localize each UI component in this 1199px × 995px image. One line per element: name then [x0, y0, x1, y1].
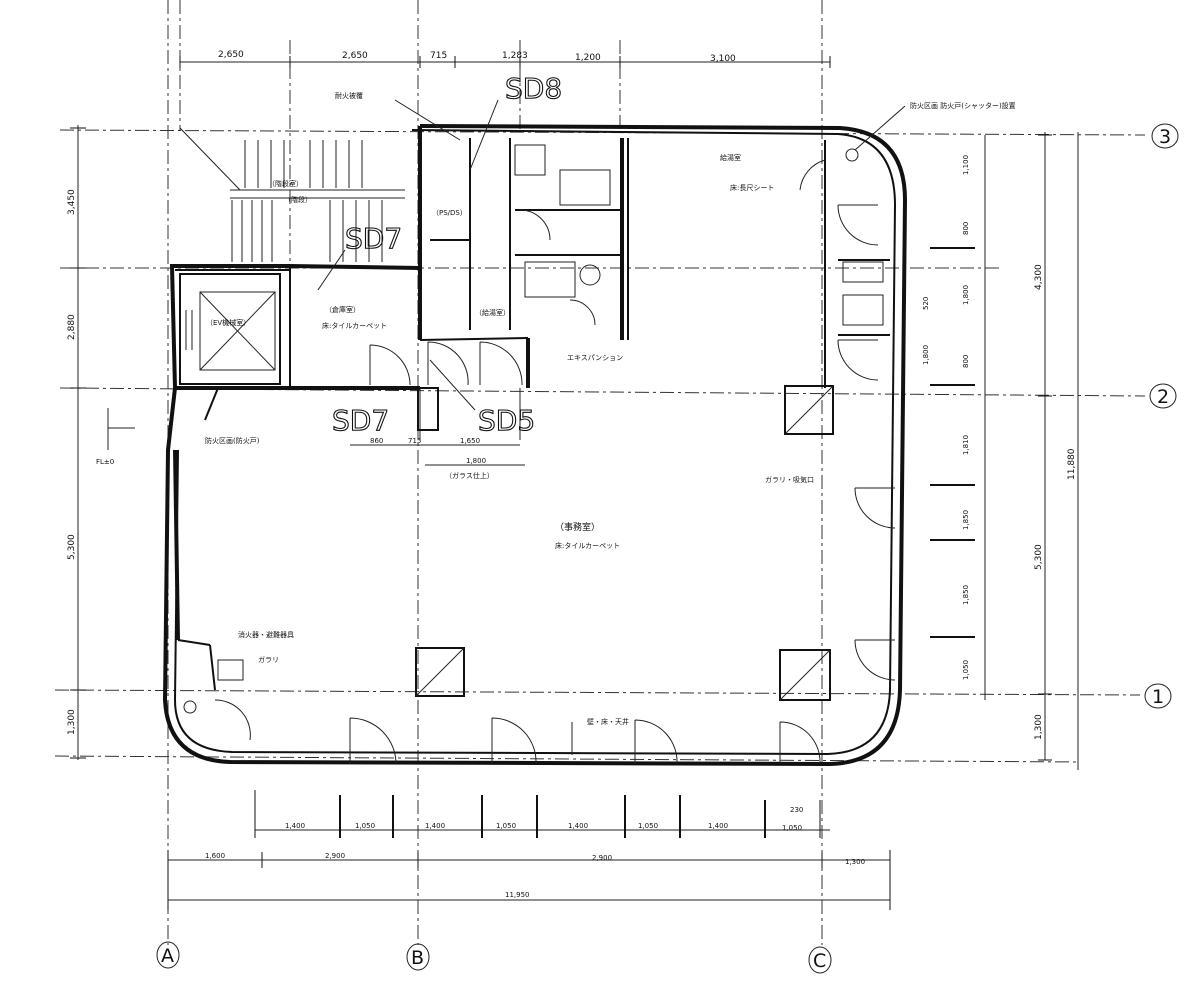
room-label-utility: （給湯室） — [475, 308, 510, 317]
interior-walls — [175, 138, 890, 440]
left-dimensions: 3,450 2,880 5,300 1,300 — [67, 125, 86, 760]
annotation-lower-left: 消火器・避難器具 — [238, 630, 294, 639]
right-dim-inner-5: 1,800 — [922, 345, 930, 365]
section-label-sd7-upper: SD7 — [345, 222, 402, 255]
left-dim-3: 5,300 — [67, 534, 77, 560]
axis-label-3: 3 — [1159, 126, 1171, 148]
top-dim-1: 2,650 — [218, 50, 244, 60]
annotation-lower-left-2: ガラリ — [258, 655, 279, 664]
right-dim-outer-1: 4,300 — [1034, 264, 1044, 290]
annotation-left-mid: 防火区画(防火戸) — [205, 436, 260, 445]
bottom-dim-a3: 1,400 — [425, 822, 445, 830]
axis-label-c: C — [813, 950, 826, 972]
axis-label-b: B — [411, 947, 424, 969]
section-label-sd5: SD5 — [478, 404, 535, 437]
room-label-main-sub: 床:タイルカーペット — [555, 541, 620, 550]
room-label-main: （事務室） — [555, 521, 600, 533]
room-label-mid: （PS/DS） — [432, 209, 467, 217]
right-dim-inner-10: 1,050 — [962, 660, 970, 680]
room-label-right: 給湯室 — [720, 153, 741, 162]
right-dimensions: 4,300 5,300 1,300 11,880 1,100 800 1,800… — [922, 132, 1079, 770]
right-dim-outer-3: 1,300 — [1034, 714, 1044, 740]
bottom-dim-a2: 1,050 — [355, 822, 375, 830]
section-label-sd8: SD8 — [505, 72, 562, 105]
mid-dim-4: 1,800 — [466, 457, 486, 465]
annotation-right-mid: ガラリ・吸気口 — [765, 475, 814, 484]
room-labels: （事務室） 床:タイルカーペット （倉庫室） 床:タイルカーペット （EV機械室… — [206, 153, 774, 550]
left-dim-1: 3,450 — [67, 189, 77, 215]
room-label-left: （倉庫室） — [325, 305, 360, 314]
bottom-dim-a5: 1,400 — [568, 822, 588, 830]
top-dimensions: 2,650 2,650 715 1,283 1,200 3,100 — [179, 50, 831, 68]
doors — [214, 159, 896, 765]
annotation-bottom-mid: 壁・床・天井 — [587, 717, 629, 726]
top-dim-2: 2,650 — [342, 51, 368, 61]
right-dim-inner-7: 1,810 — [962, 435, 970, 455]
bottom-dim-a1: 1,400 — [285, 822, 305, 830]
bottom-dim-a8: 1,050 — [782, 824, 802, 832]
section-label-sd7-lower: SD7 — [332, 404, 389, 437]
elevator-shaft — [179, 273, 281, 385]
right-dim-inner-2: 800 — [962, 222, 970, 235]
bottom-dim-b1: 1,600 — [205, 852, 225, 860]
bottom-dim-a6: 1,050 — [638, 822, 658, 830]
axis-label-2: 2 — [1157, 386, 1169, 408]
structural-columns — [415, 385, 834, 701]
axis-label-a: A — [161, 945, 174, 967]
annotation-top-left: 耐火被覆 — [335, 91, 363, 100]
bottom-dimensions: 1,400 1,050 1,400 1,050 1,400 1,050 1,40… — [167, 790, 891, 910]
annotation-left-small: FL±0 — [96, 458, 114, 466]
right-dim-inner-4: 520 — [922, 297, 930, 310]
annotation-top-right: 防火区画 防火戸(シャッター)設置 — [910, 101, 1016, 110]
top-dim-5: 1,200 — [575, 53, 601, 63]
outer-walls — [162, 124, 908, 767]
axis-label-1: 1 — [1152, 686, 1164, 708]
right-dim-inner-3: 1,800 — [962, 285, 970, 305]
mid-dim-2: 715 — [408, 437, 421, 445]
top-dim-4: 1,283 — [502, 51, 528, 61]
bottom-dim-total: 11,950 — [505, 891, 530, 899]
top-dim-6: 3,100 — [710, 54, 736, 64]
bottom-dim-small: 230 — [790, 806, 803, 814]
right-dim-outer-2: 5,300 — [1034, 544, 1044, 570]
bottom-dim-b3: 2,900 — [592, 854, 612, 862]
right-dim-total: 11,880 — [1067, 448, 1077, 480]
mid-dim-1: 860 — [370, 437, 383, 445]
section-labels: SD8 SD7 SD7 SD5 — [317, 71, 563, 438]
bottom-dim-a4: 1,050 — [496, 822, 516, 830]
right-dim-inner-9: 1,850 — [962, 585, 970, 605]
annotation-mid-bottom: エキスパンション — [567, 354, 623, 362]
top-dim-3: 715 — [430, 51, 447, 61]
right-dim-inner-8: 1,850 — [962, 510, 970, 530]
bottom-dim-b2: 2,900 — [325, 852, 345, 860]
room-label-elevator: （EV機械室） — [206, 318, 250, 327]
right-dim-inner-6: 800 — [962, 355, 970, 368]
fixtures — [183, 144, 884, 714]
annotations: 防火区画 防火戸(シャッター)設置 耐火被覆 防火区画(防火戸) 消火器・避難器… — [96, 91, 1016, 755]
room-label-left-sub: 床:タイルカーペット — [322, 321, 387, 330]
mid-dim-note: （ガラス仕上） — [445, 471, 494, 480]
grid-axis-markers: A B C 1 2 3 — [156, 123, 1179, 974]
right-dim-inner-1: 1,100 — [962, 155, 970, 175]
bottom-dim-a7: 1,400 — [708, 822, 728, 830]
room-label-stair: （階段室） — [268, 179, 303, 188]
left-dim-4: 1,300 — [67, 709, 77, 735]
room-label-stair-2: （階段） — [284, 195, 312, 204]
left-dim-2: 2,880 — [67, 314, 77, 340]
bottom-dim-b4: 1,300 — [845, 858, 865, 866]
room-label-kitchen: 床:長尺シート — [730, 183, 774, 192]
mid-dimensions: 860 715 1,650 1,800 （ガラス仕上） — [350, 437, 525, 480]
mid-dim-3: 1,650 — [460, 437, 480, 445]
grid-lines — [54, 0, 1146, 945]
stairs — [179, 127, 405, 262]
